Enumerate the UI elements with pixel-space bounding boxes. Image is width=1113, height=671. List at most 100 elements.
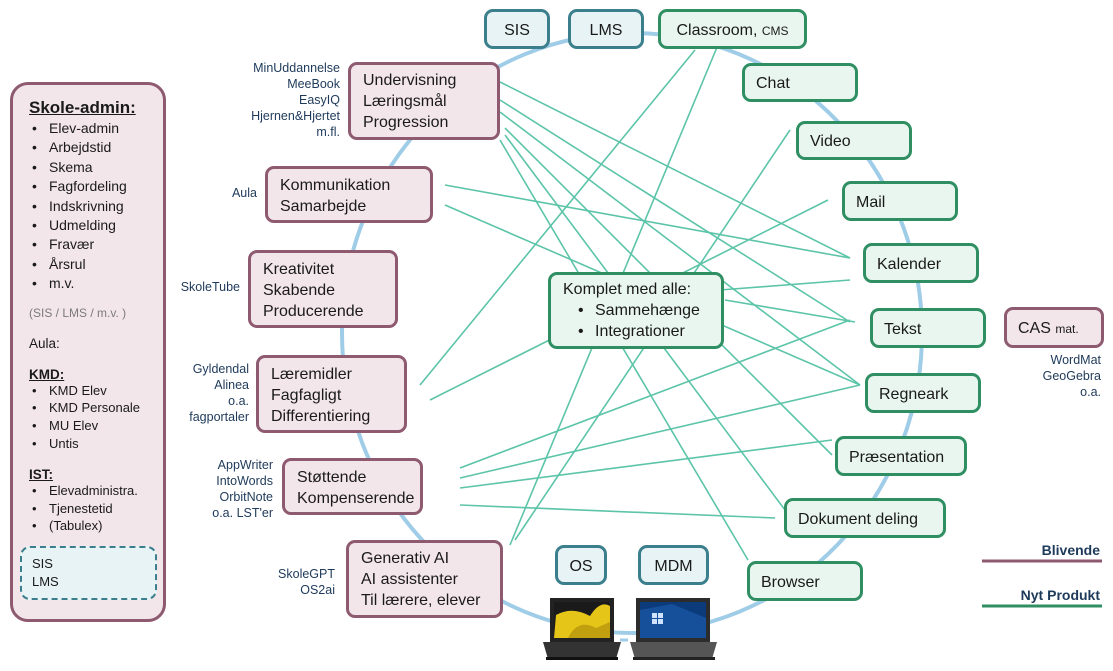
tool-label: Gyldendal [192, 362, 249, 376]
tekst-label: Tekst [884, 321, 922, 338]
list-item: Elevadministra. [32, 482, 157, 500]
list-item: Årsrul [32, 255, 157, 275]
mail-box: Mail [842, 181, 958, 221]
list-item: Sammehænge [578, 300, 721, 321]
list-item: Indskrivning [32, 197, 157, 217]
list-item: KMD Elev [32, 382, 157, 400]
cas-small: mat. [1055, 322, 1079, 336]
undervisning-box: Undervisning Læringsmål Progression [348, 62, 500, 140]
skole-admin-panel: Skole-admin: Elev-admin Arbejdstid Skema… [10, 82, 166, 622]
generativ-box: Generativ AI AI assistenter Til lærere, … [346, 540, 503, 618]
kreativitet-box: Kreativitet Skabende Producerende [248, 250, 398, 328]
legend-nyt: Nyt Produkt [1020, 587, 1100, 603]
kommunikation-line: Samarbejde [280, 198, 367, 215]
tool-label: AppWriter [217, 458, 273, 472]
tool-label: o.a. [228, 394, 249, 408]
generativ-line: AI assistenter [361, 571, 458, 588]
tool-label: o.a. [1080, 385, 1101, 399]
list-item: Elev-admin [32, 119, 157, 139]
tool-label: SkoleGPT [278, 567, 335, 581]
dokument-label: Dokument deling [798, 511, 919, 528]
tool-label: Alinea [214, 378, 249, 392]
dokument-box: Dokument deling [784, 498, 946, 538]
list-item: KMD Personale [32, 399, 157, 417]
kalender-label: Kalender [877, 256, 942, 273]
tool-label: GeoGebra [1042, 369, 1101, 383]
center-box: Komplet med alle: Sammehænge Integration… [548, 272, 724, 349]
generativ-line: Til lærere, elever [361, 592, 481, 609]
lms-label: LMS [589, 22, 623, 39]
video-label: Video [810, 133, 851, 150]
undervisning-line: Progression [363, 114, 449, 131]
browser-box: Browser [747, 561, 863, 601]
ist-title: IST: [29, 466, 54, 482]
list-item: Untis [32, 435, 157, 453]
stottende-line: Kompenserende [297, 490, 415, 507]
classroom-box: Classroom, CMS [658, 9, 807, 49]
tekst-box: Tekst [870, 308, 986, 348]
sis-lms-subbox: SIS LMS [20, 546, 157, 600]
connector-lines [419, 39, 861, 561]
laeremidler-line: Læremidler [271, 366, 352, 383]
laeremidler-line: Differentiering [271, 408, 371, 425]
kommunikation-box: Kommunikation Samarbejde [265, 166, 433, 223]
mdm-label: MDM [654, 558, 693, 575]
tool-label: MeeBook [287, 77, 340, 91]
skole-admin-note: (SIS / LMS / m.v. ) [29, 305, 127, 320]
video-box: Video [796, 121, 912, 160]
cas-tools: WordMat GeoGebra o.a. [1043, 352, 1101, 400]
stottende-line: Støttende [297, 469, 367, 486]
center-list: Sammehænge Integrationer [563, 300, 721, 342]
kmd-list: KMD Elev KMD Personale MU Elev Untis [29, 382, 157, 453]
browser-label: Browser [761, 574, 820, 591]
regneark-box: Regneark [865, 373, 981, 413]
list-item: Tjenestetid [32, 500, 157, 518]
tool-label: m.fl. [316, 125, 340, 139]
kreativitet-line: Producerende [263, 303, 364, 320]
tool-label: Hjernen&Hjertet [251, 109, 340, 123]
kreativitet-line: Kreativitet [263, 261, 335, 278]
kommunikation-line: Kommunikation [280, 177, 391, 194]
kreativitet-line: Skabende [263, 282, 336, 299]
classroom-small: CMS [761, 24, 789, 38]
tool-label: MinUddannelse [253, 61, 340, 75]
mdm-box: MDM [638, 545, 709, 585]
lms-box: LMS [568, 9, 644, 49]
kalender-box: Kalender [863, 243, 979, 283]
tool-label: Aula [231, 186, 257, 200]
generativ-line: Generativ AI [361, 550, 450, 567]
cas-label: CAS [1018, 320, 1051, 337]
aula-label: Aula: [29, 335, 60, 351]
list-item: (Tabulex) [32, 517, 157, 535]
laeremidler-box: Læremidler Fagfagligt Differentiering [256, 355, 407, 433]
kreativitet-tools: SkoleTube [181, 279, 240, 295]
os-label: OS [569, 558, 593, 575]
stottende-box: Støttende Kompenserende [282, 458, 423, 515]
ist-list: Elevadministra. Tjenestetid (Tabulex) [29, 482, 157, 535]
list-item: Arbejdstid [32, 138, 157, 158]
skole-admin-list: Elev-admin Arbejdstid Skema Fagfordeling… [29, 119, 157, 294]
chat-box: Chat [742, 63, 858, 102]
legend-blivende: Blivende [1041, 542, 1100, 558]
laptop-right-icon [630, 598, 717, 660]
stottende-tools: AppWriter IntoWords OrbitNote o.a. LST'e… [212, 457, 273, 521]
sis-box: SIS [484, 9, 550, 49]
tool-label: SkoleTube [180, 280, 240, 294]
subbox-sis: SIS [32, 556, 53, 571]
undervisning-line: Undervisning [363, 72, 457, 89]
center-title: Komplet med alle: [563, 281, 692, 298]
tool-label: EasyIQ [299, 93, 340, 107]
tool-label: fagportaler [189, 410, 249, 424]
tool-label: o.a. LST'er [212, 506, 273, 520]
laeremidler-tools: Gyldendal Alinea o.a. fagportaler [189, 361, 249, 425]
skole-admin-title: Skole-admin: [29, 98, 136, 117]
mail-label: Mail [856, 194, 886, 211]
undervisning-tools: MinUddannelse MeeBook EasyIQ Hjernen&Hje… [251, 60, 340, 140]
chat-label: Chat [756, 75, 790, 92]
os-box: OS [555, 545, 607, 585]
laeremidler-line: Fagfagligt [271, 387, 342, 404]
list-item: m.v. [32, 274, 157, 294]
tool-label: OS2ai [300, 583, 335, 597]
generativ-tools: SkoleGPT OS2ai [278, 566, 335, 598]
